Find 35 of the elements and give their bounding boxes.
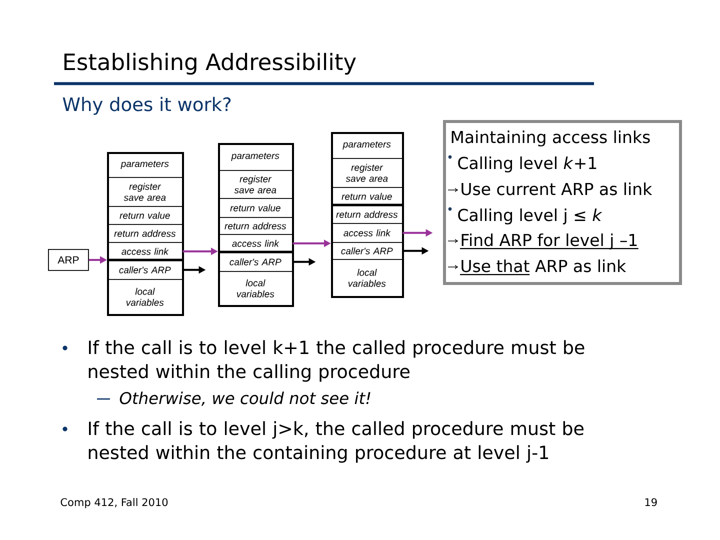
subtitle: Why does it work?: [62, 96, 231, 115]
list-item: Calling level j ≤ k: [458, 208, 602, 224]
frame-cell: return value: [218, 198, 293, 218]
stack-frame: [107, 152, 184, 316]
register-box: ARP: [48, 249, 89, 271]
slide-title: Establishing Addressibility: [64, 52, 356, 75]
bullet-text: If the call is to level j>k, the called procedure must be nested within the containing procedure at level j-1: [88, 421, 584, 463]
stack-frame: [218, 143, 294, 307]
frame-cell: parameters: [331, 132, 403, 159]
frame-cell: access link: [331, 223, 403, 243]
frame-cell: access link: [218, 234, 293, 253]
frame-cell: return address: [107, 224, 183, 243]
frame-cell: local variables: [218, 271, 293, 306]
frame-cell: access link: [107, 242, 183, 261]
frame-cell: parameters: [107, 152, 183, 178]
frame-cell: return value: [331, 187, 403, 206]
frame-cell: return address: [331, 205, 403, 224]
box-heading: Maintaining access links: [452, 130, 650, 146]
frame-cell: caller's ARP: [331, 242, 403, 260]
footer-text: Comp 412, Fall 2010: [60, 498, 168, 508]
list-item: Use current ARP as link: [462, 182, 652, 196]
frame-cell: parameters: [218, 143, 293, 171]
frame-cell: return address: [218, 217, 293, 235]
frame-cell: caller's ARP: [218, 252, 293, 272]
bullet-text: If the call is to level k+1 the called procedure must be nested within the calling procedure: [88, 340, 584, 382]
list-item: Use that ARP as link: [460, 259, 626, 276]
sub-bullet-text: Otherwise, we could not see it!: [120, 392, 370, 406]
frame-cell: return value: [107, 206, 183, 225]
frame-cell: caller's ARP: [107, 260, 183, 280]
list-item: Calling level k+1: [458, 156, 596, 172]
page-number: 19: [645, 498, 657, 506]
stack-frame: [331, 132, 404, 298]
frame-cell: local variables: [107, 279, 183, 315]
text-box: [443, 120, 682, 285]
frame-cell: local variables: [331, 259, 403, 297]
